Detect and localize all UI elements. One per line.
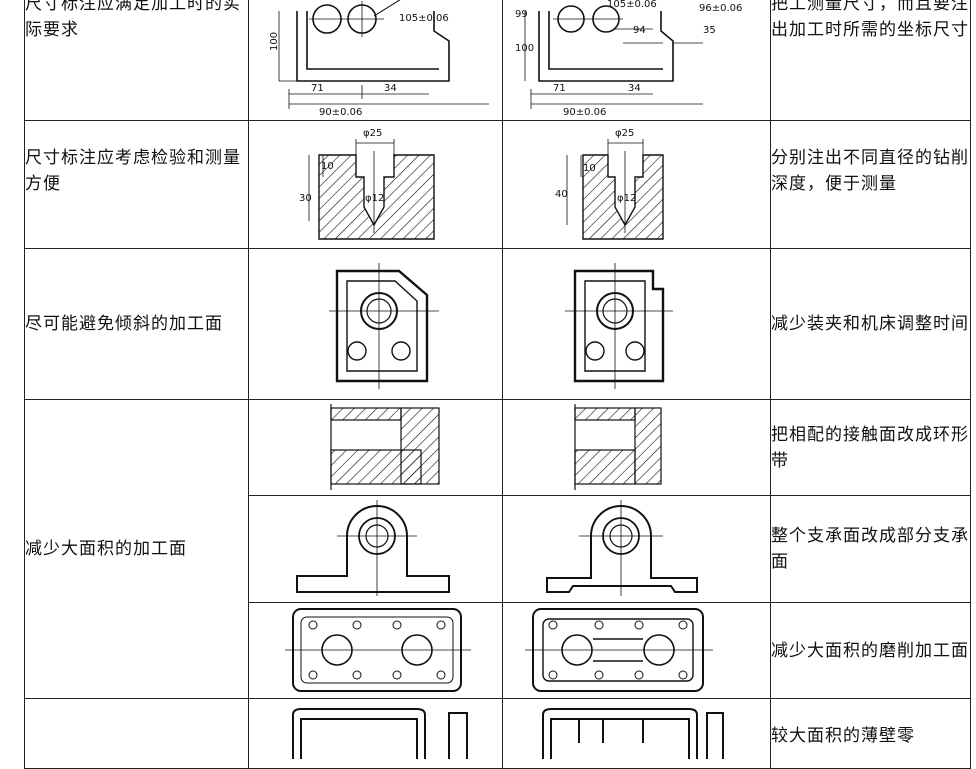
table-row: 尺寸标注应考虑检验和测量方便 φ25 [24, 120, 971, 249]
dim-label: φ12 [617, 193, 636, 204]
dim-label: φ25 [615, 128, 634, 139]
thin-wall-drawing-before [292, 708, 468, 759]
drilled-hole-drawing-before: φ25 10 30 φ12 [299, 128, 435, 240]
measure-cell: 整个支承面改成部分支承面 [770, 495, 971, 603]
table-row: 尽可能避免倾斜的加工面 [24, 248, 971, 400]
principle-cell: 尺寸标注应满足加工时的实际要求 [24, 0, 249, 121]
dim-label: 35 [703, 25, 716, 36]
figure-before [248, 248, 503, 400]
figure-before: 105±0.06 100 71 34 90±0.06 [248, 0, 503, 121]
table-row: 较大面积的薄壁零 [24, 698, 971, 769]
process-table: 尺寸标注应满足加工时的实际要求 [24, 0, 971, 769]
dim-label: 34 [628, 83, 641, 94]
figure-before [248, 495, 503, 603]
grinding-plate-drawing-after [525, 608, 713, 692]
bearing-block-drawing-after [546, 500, 698, 596]
dim-label: 96±0.06 [699, 3, 742, 14]
principle-cell: 尺寸标注应考虑检验和测量方便 [24, 120, 249, 249]
measure-text: 分别注出不同直径的钻削深度，便于测量 [771, 148, 969, 194]
drilled-hole-drawing-after: φ25 40 10 φ12 [555, 128, 664, 240]
measure-cell: 把相配的接触面改成环形带 [770, 399, 971, 496]
principle-text: 尺寸标注应满足加工时的实际要求 [25, 0, 241, 40]
dim-label: 30 [299, 193, 312, 204]
measure-cell: 分别注出不同直径的钻削深度，便于测量 [770, 120, 971, 249]
dim-label: 105±0.06 [607, 0, 657, 10]
figure-after: φ25 40 10 φ12 [502, 120, 771, 249]
figure-after [502, 248, 771, 400]
measure-text: 减少装夹和机床调整时间 [771, 314, 969, 334]
bearing-block-drawing-before [296, 500, 450, 596]
measure-text: 把工测量尺寸，而且要注出加工时所需的坐标尺寸 [771, 0, 969, 40]
dim-label: 71 [311, 83, 324, 94]
measure-text: 把相配的接触面改成环形带 [771, 424, 969, 471]
principle-cell: 减少大面积的加工面 [24, 399, 249, 699]
contact-surface-drawing-before [330, 404, 440, 490]
figure-before [248, 698, 503, 769]
principle-text: 尽可能避免倾斜的加工面 [25, 314, 223, 334]
dim-label: 90±0.06 [319, 107, 362, 118]
housing-drawing-after [565, 263, 673, 389]
figure-after [502, 399, 771, 496]
figure-before [248, 399, 503, 496]
grinding-plate-drawing-before [285, 608, 471, 692]
table-row: 减少大面积的磨削加工面 [25, 602, 971, 699]
dimension-drawing-after: 105±0.06 96±0.06 94 35 100 71 34 90±0.06… [515, 0, 742, 118]
table-row: 尺寸标注应满足加工时的实际要求 [24, 0, 971, 121]
figure-after [502, 698, 771, 769]
figure-after [502, 602, 771, 699]
dim-label: 10 [583, 163, 596, 174]
thin-wall-drawing-after [542, 708, 724, 759]
measure-cell: 减少大面积的磨削加工面 [770, 602, 971, 699]
figure-before: φ25 10 30 φ12 [248, 120, 503, 249]
principle-cell [24, 698, 249, 769]
table-row: 整个支承面改成部分支承面 [25, 495, 971, 603]
measure-text: 较大面积的薄壁零 [771, 726, 915, 746]
figure-before [248, 602, 503, 699]
principle-text: 尺寸标注应考虑检验和测量方便 [25, 148, 241, 194]
measure-text: 减少大面积的磨削加工面 [771, 640, 969, 661]
measure-text: 整个支承面改成部分支承面 [771, 526, 969, 572]
dim-label: 105±0.06 [399, 13, 449, 24]
dim-label: φ25 [363, 128, 382, 139]
principle-cell: 尽可能避免倾斜的加工面 [24, 248, 249, 400]
measure-cell: 把工测量尺寸，而且要注出加工时所需的坐标尺寸 [770, 0, 971, 121]
measure-cell: 较大面积的薄壁零 [770, 698, 971, 769]
dim-label: φ12 [365, 193, 384, 204]
dim-label: 34 [384, 83, 397, 94]
dim-label: 71 [553, 83, 566, 94]
dim-label: 100 [269, 32, 280, 51]
measure-cell: 减少装夹和机床调整时间 [770, 248, 971, 400]
dimension-drawing-before: 105±0.06 100 71 34 90±0.06 [269, 0, 489, 118]
figure-after: 105±0.06 96±0.06 94 35 100 71 34 90±0.06… [502, 0, 771, 121]
dim-label: 100 [515, 43, 534, 54]
dim-label: 94 [633, 25, 646, 36]
principle-text: 减少大面积的加工面 [25, 539, 187, 559]
contact-surface-drawing-after [574, 404, 662, 490]
dim-label: 99 [515, 9, 528, 20]
housing-drawing-before [329, 263, 439, 389]
dim-label: 10 [321, 161, 334, 172]
table-row: 减少大面积的加工面 把相配的接触面改成环形带 [24, 399, 971, 699]
dim-label: 40 [555, 189, 568, 200]
figure-after [502, 495, 771, 603]
dim-label: 90±0.06 [563, 107, 606, 118]
